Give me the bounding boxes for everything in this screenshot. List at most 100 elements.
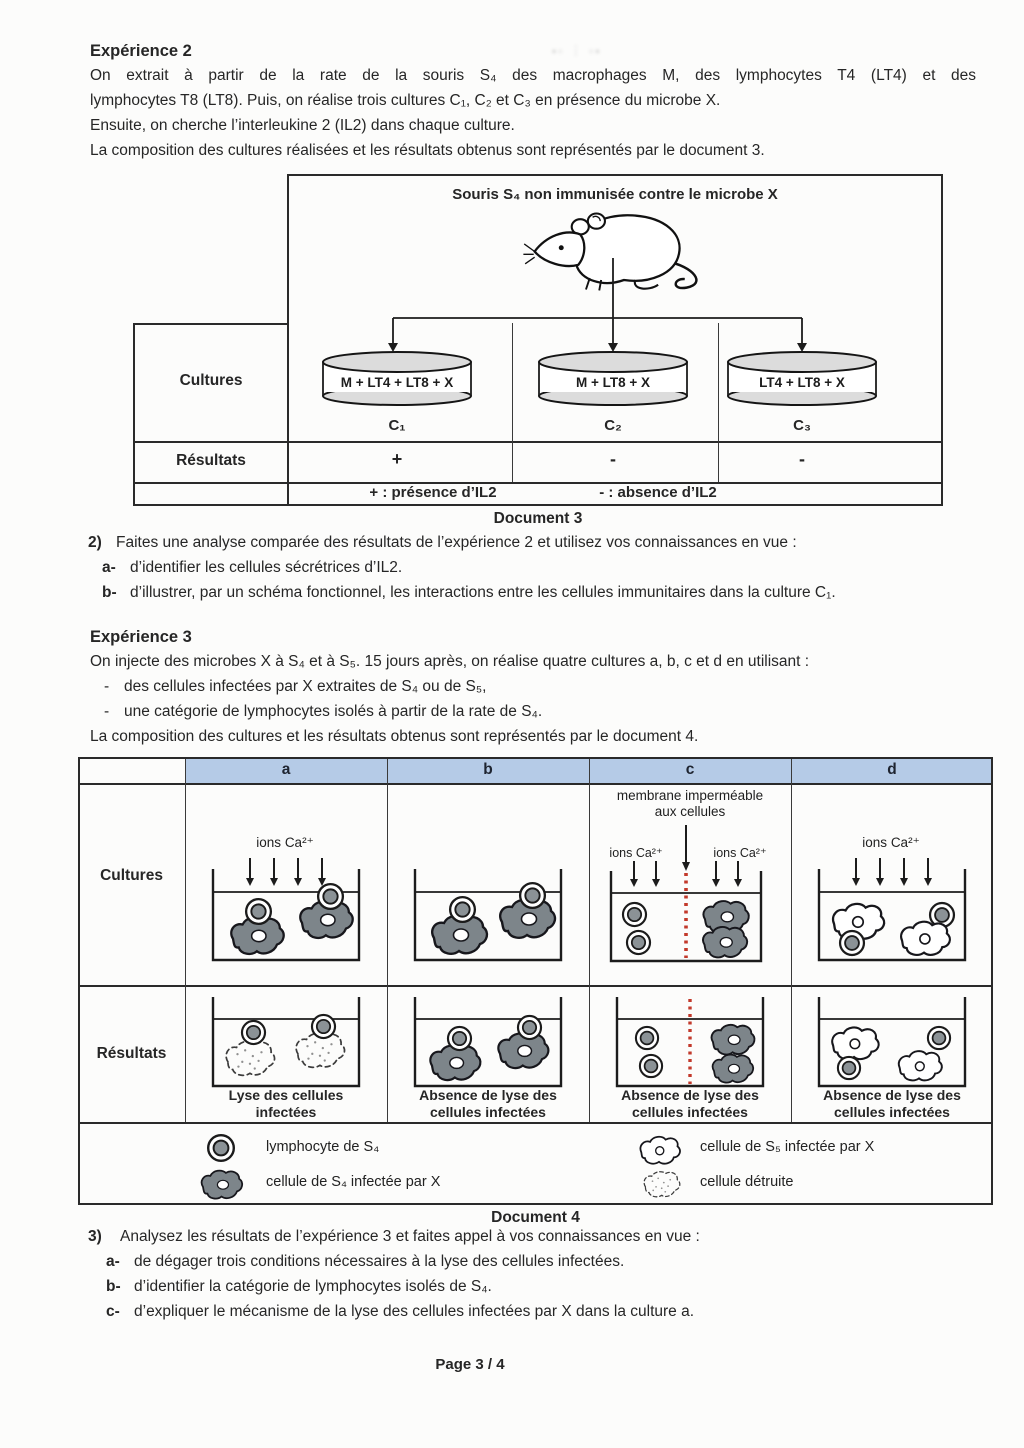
experience-2-section: Expérience 2 On extrait à partir de la r… <box>90 42 976 163</box>
question-3b-text: d’identifier la catégorie de lymphocytes… <box>134 1278 492 1295</box>
experience-3-outro: La composition des cultures et les résul… <box>90 728 699 745</box>
lymphocyte-icon <box>621 901 648 928</box>
question-2a-text: d’identifier les cellules sécrétrices d’… <box>130 559 403 576</box>
dish-label: M + LT8 + X <box>576 375 650 390</box>
lymphocyte-icon <box>926 1025 952 1051</box>
lymphocyte-icon <box>634 1025 660 1051</box>
destroyed-cell-icon <box>638 1167 684 1201</box>
doc4-header-a: a <box>281 761 291 778</box>
ions-ca-label: ions Ca²⁺ <box>609 846 663 860</box>
result-cell-b: Absence de lyse des cellules infectées <box>387 985 589 1122</box>
result-caption-a: Lyse des cellules infectées <box>228 1087 344 1120</box>
doc3-legend-minus: - : absence d’IL2 <box>599 484 717 501</box>
question-2: 2) Faites une analyse comparée des résul… <box>88 530 994 605</box>
doc4-grid-line <box>80 783 991 785</box>
experience-2-line: La composition des cultures réalisées et… <box>90 142 765 159</box>
page-footer: Page 3 / 4 <box>435 1356 505 1373</box>
doc3-title: Souris S₄ non immunisée contre le microb… <box>452 186 778 203</box>
question-3-text: Analysez les résultats de l’expérience 3… <box>120 1228 700 1245</box>
doc4-grid-line <box>80 1122 991 1124</box>
infected-cell-s4-icon <box>196 1167 244 1201</box>
doc4-results-label: Résultats <box>96 1045 167 1062</box>
result-cell-a: Lyse des cellules infectées <box>185 985 387 1122</box>
scan-bleed-artifact: ▪▫ ︙ ▫▪ <box>552 44 602 58</box>
culture-dish-c1: M + LT4 + LT8 + X <box>322 351 472 406</box>
legend-label: cellule de S₅ infectée par X <box>700 1139 875 1155</box>
question-3-marker: 3) <box>88 1228 102 1245</box>
destroyed-cell-icon <box>225 1040 276 1077</box>
experience-2-line: Ensuite, on cherche l’interleukine 2 (IL… <box>90 117 515 134</box>
beaker-result-b <box>413 997 563 1088</box>
question-2-text: Faites une analyse comparée des résultat… <box>116 534 797 551</box>
culture-dish-c3: LT4 + LT8 + X <box>727 351 877 406</box>
doc4-grid-line <box>80 985 991 987</box>
culture-cell-b <box>387 783 589 985</box>
document-4-figure: a b c d Cultures Résultats ions Ca²⁺ <box>78 757 994 1229</box>
beaker-culture-b <box>413 869 563 962</box>
infected-cell-s4-icon <box>497 1032 550 1070</box>
membrane-note: membrane imperméable aux cellules <box>595 788 785 820</box>
question-3b-marker: b- <box>106 1278 121 1295</box>
lymphocyte-icon <box>240 1019 267 1046</box>
lymphocyte-icon <box>448 895 477 924</box>
lymphocyte-icon <box>310 1013 337 1040</box>
doc4-header-band <box>186 759 991 783</box>
legend-label: cellule détruite <box>700 1174 794 1190</box>
lymphocyte-icon <box>518 881 547 910</box>
experience-2-heading: Expérience 2 <box>90 42 192 60</box>
doc3-results-label: Résultats <box>176 452 246 469</box>
legend-label: lymphocyte de S₄ <box>266 1139 380 1155</box>
infected-cell-s4-icon <box>429 1044 482 1082</box>
result-caption-c: Absence de lyse des cellules infectées <box>621 1087 759 1120</box>
beaker-culture-a <box>211 858 361 962</box>
doc4-header-b: b <box>483 761 493 778</box>
result-cell-c: Absence de lyse des cellules infectées <box>589 985 791 1122</box>
experience-3-bullet: une catégorie de lymphocytes isolés à pa… <box>124 703 543 720</box>
experience-3-section: Expérience 3 On injecte des microbes X à… <box>90 628 980 749</box>
doc4-cultures-label: Cultures <box>100 867 163 884</box>
experience-3-heading: Expérience 3 <box>90 628 192 646</box>
question-2a-marker: a- <box>102 559 116 576</box>
doc3-grid-line <box>718 323 719 482</box>
result-caption-b: Absence de lyse des cellules infectées <box>419 1087 557 1120</box>
ions-ca-label: ions Ca²⁺ <box>713 846 767 860</box>
legend-label: cellule de S₄ infectée par X <box>266 1174 441 1190</box>
culture-cell-a: ions Ca²⁺ <box>185 783 387 985</box>
result-caption-d: Absence de lyse des cellules infectées <box>823 1087 961 1120</box>
doc4-grid-line <box>185 759 186 1122</box>
beaker-result-a <box>211 997 361 1088</box>
dish-label: M + LT4 + LT8 + X <box>341 375 453 390</box>
result-cell-d: Absence de lyse des cellules infectées <box>791 985 993 1122</box>
doc3-grid-line <box>133 482 943 484</box>
lymphocyte-icon <box>638 1053 664 1079</box>
ions-ca-label: ions Ca²⁺ <box>862 835 920 850</box>
culture-id-c1: C₁ <box>388 417 406 434</box>
lymphocyte-icon <box>244 897 273 926</box>
lymphocyte-icon <box>316 882 345 911</box>
doc4-outer-border <box>78 757 993 1205</box>
dish-label: LT4 + LT8 + X <box>759 375 845 390</box>
experience-3-intro: On injecte des microbes X à S₄ et à S₅. … <box>90 653 810 670</box>
lymphocyte-icon <box>206 1133 236 1163</box>
experience-2-line: lymphocytes T8 (LT8). Puis, on réalise t… <box>90 92 721 109</box>
bullet-dash: - <box>104 703 110 720</box>
doc4-grid-line <box>589 759 590 1122</box>
culture-cell-c: membrane imperméable aux cellules ions C… <box>589 783 791 985</box>
result-value-c3: - <box>799 449 805 469</box>
membrane-note-line2: aux cellules <box>654 804 726 819</box>
beaker-culture-d <box>817 858 967 962</box>
doc3-legend-plus: + : présence d’IL2 <box>369 484 497 501</box>
doc4-caption: Document 4 <box>491 1209 580 1226</box>
doc3-arrows <box>388 258 807 352</box>
infected-cell-s5-icon <box>897 1050 943 1082</box>
question-2-marker: 2) <box>88 534 102 551</box>
beaker-result-c <box>615 997 765 1088</box>
question-3a-text: de dégager trois conditions nécessaires … <box>134 1253 625 1270</box>
doc3-label-box <box>133 323 289 506</box>
question-2b-marker: b- <box>102 584 117 601</box>
question-2b-text: d’illustrer, par un schéma fonctionnel, … <box>130 584 836 601</box>
infected-cell-s4-icon <box>701 925 749 959</box>
result-value-c1: + <box>391 449 403 469</box>
bullet-dash: - <box>104 678 110 695</box>
lymphocyte-icon <box>836 1055 862 1081</box>
